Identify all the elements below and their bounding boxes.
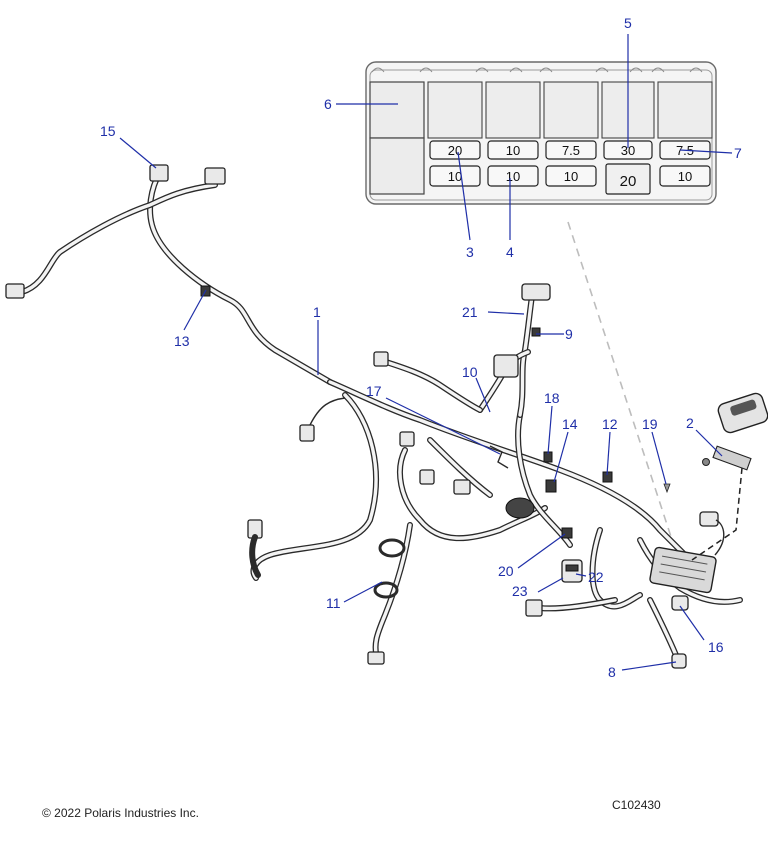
bracket-2 — [712, 445, 752, 471]
fuse-r1-c4: 30 — [621, 143, 635, 158]
figure-id: C102430 — [612, 798, 661, 812]
copyright-text: © 2022 Polaris Industries Inc. — [42, 806, 199, 820]
callout-2: 2 — [686, 415, 694, 431]
callout-14: 14 — [562, 416, 578, 432]
inset-guide-line — [567, 221, 677, 553]
connector-21 — [521, 283, 551, 301]
callout-13: 13 — [174, 333, 190, 349]
relay-lower — [369, 137, 425, 195]
wiring-harness — [5, 164, 768, 669]
callout-5: 5 — [624, 15, 632, 31]
fuse-row-2: 10 10 10 20 10 — [429, 163, 711, 195]
callout-8: 8 — [608, 664, 616, 680]
grommet — [505, 497, 535, 519]
fuse-r1-c2: 10 — [506, 143, 520, 158]
fuse-box-cover — [717, 392, 768, 434]
connector-15 — [149, 164, 169, 182]
clip-14 — [545, 479, 557, 493]
fuse-r1-c1: 20 — [448, 143, 462, 158]
callout-19: 19 — [642, 416, 658, 432]
harness-fuse-box — [649, 546, 717, 594]
fastener-19 — [663, 483, 671, 494]
fuse-box-inset: 20 10 7.5 30 7.5 10 10 10 20 10 — [365, 61, 717, 205]
callout-1: 1 — [313, 304, 321, 320]
callout-9: 9 — [565, 326, 573, 342]
callout-3: 3 — [466, 244, 474, 260]
callouts: 1 2 3 4 5 6 7 8 9 10 11 12 13 14 15 16 1… — [100, 15, 742, 680]
callout-17: 17 — [366, 383, 382, 399]
callout-11: 11 — [326, 595, 341, 611]
callout-12: 12 — [602, 416, 618, 432]
fuse-r2-c1: 10 — [448, 169, 462, 184]
fuse-r2-c2: 10 — [506, 169, 520, 184]
fuse-r2-c3: 10 — [564, 169, 578, 184]
callout-16: 16 — [708, 639, 724, 655]
callout-4: 4 — [506, 244, 514, 260]
callout-20: 20 — [498, 563, 514, 579]
callout-18: 18 — [544, 390, 560, 406]
fuse-r1-c3: 7.5 — [562, 143, 580, 158]
connector-8 — [671, 653, 687, 669]
callout-22: 22 — [588, 569, 604, 585]
callout-6: 6 — [324, 96, 332, 112]
callout-15: 15 — [100, 123, 116, 139]
fuse-r2-c4: 20 — [620, 173, 637, 190]
fuse-row-1: 20 10 7.5 30 7.5 — [429, 140, 711, 160]
relay-upper — [369, 81, 425, 139]
fuse-r2-c5: 10 — [678, 169, 692, 184]
clip-20 — [561, 527, 573, 539]
connector-16 — [671, 595, 689, 611]
callout-23: 23 — [512, 583, 528, 599]
callout-leaders — [119, 34, 733, 671]
callout-7: 7 — [734, 145, 742, 161]
callout-10: 10 — [462, 364, 478, 380]
callout-21: 21 — [462, 304, 478, 320]
